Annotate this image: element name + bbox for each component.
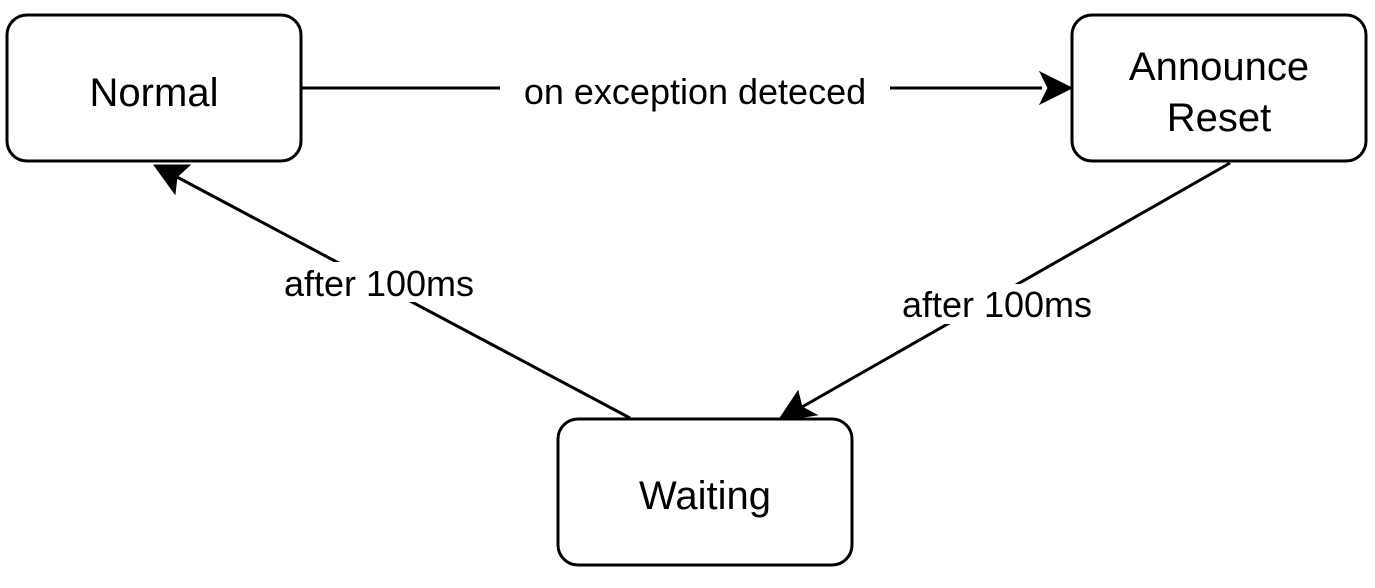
edge-label-background	[890, 284, 1104, 324]
state-announce-reset[interactable]: Announce Reset	[1070, 13, 1368, 163]
transition-waiting-to-normal: after 100ms	[153, 164, 631, 420]
state-normal[interactable]: Normal	[5, 13, 303, 163]
transition-normal-to-announce-reset: on exception deteced	[302, 70, 1074, 112]
state-box	[556, 417, 854, 567]
state-box	[5, 13, 303, 163]
transition-label-normal-to-announce-reset: on exception deteced	[524, 71, 866, 112]
arrow-head	[153, 164, 192, 196]
arrow-head	[776, 389, 819, 422]
transition-announce-reset-to-waiting: after 100ms	[776, 161, 1231, 422]
arrow-head	[1038, 70, 1074, 106]
edge-label-background	[272, 262, 486, 302]
state-label-announce-line2: Reset	[1167, 96, 1272, 140]
transition-label-announce-reset-to-waiting: after 100ms	[902, 284, 1092, 325]
state-label-waiting: Waiting	[639, 474, 771, 518]
transition-label-waiting-to-normal: after 100ms	[284, 263, 474, 304]
state-label-announce-line1: Announce	[1129, 45, 1309, 89]
state-label-normal: Normal	[90, 71, 219, 115]
edge-label-background	[500, 70, 890, 110]
state-waiting[interactable]: Waiting	[556, 417, 854, 567]
state-box	[1070, 13, 1368, 163]
